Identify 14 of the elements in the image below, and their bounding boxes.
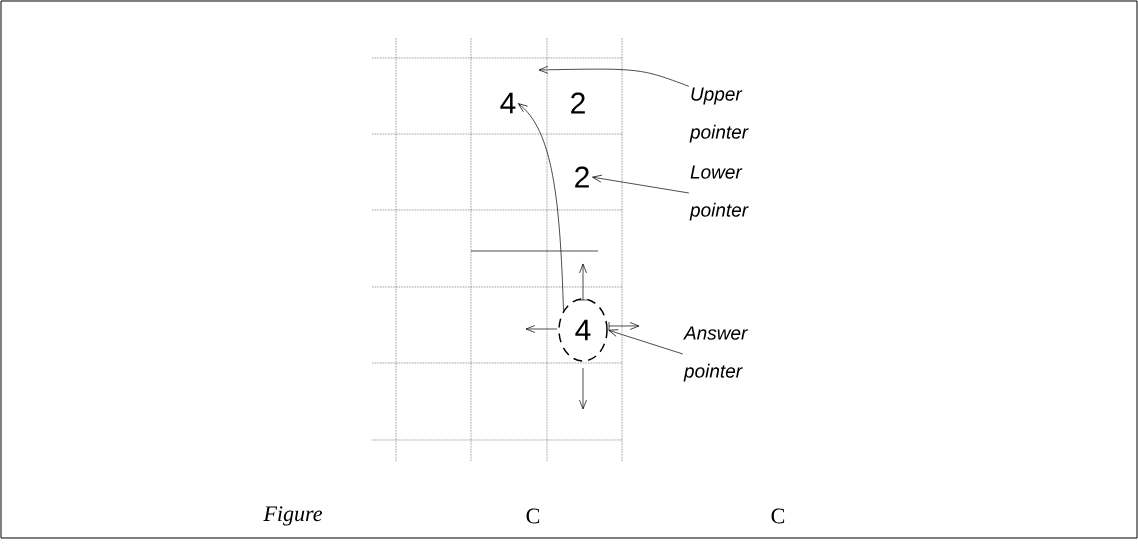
digit: 4	[500, 92, 516, 114]
arrow	[517, 103, 564, 311]
caption-text: Figure	[263, 506, 323, 526]
circled-digit: 4	[558, 298, 608, 362]
caption-text: C	[526, 508, 540, 524]
leader-line	[538, 65, 690, 87]
leader-line	[608, 329, 684, 355]
leader-line	[592, 174, 690, 194]
digit: 2	[571, 92, 585, 114]
digit: 2	[575, 166, 589, 188]
pointer-label: Upper pointer	[689, 87, 749, 143]
pointer-label: Answer pointer	[683, 326, 748, 382]
caption-text: C	[771, 508, 785, 524]
pointer-label: Lower pointer	[689, 165, 749, 221]
